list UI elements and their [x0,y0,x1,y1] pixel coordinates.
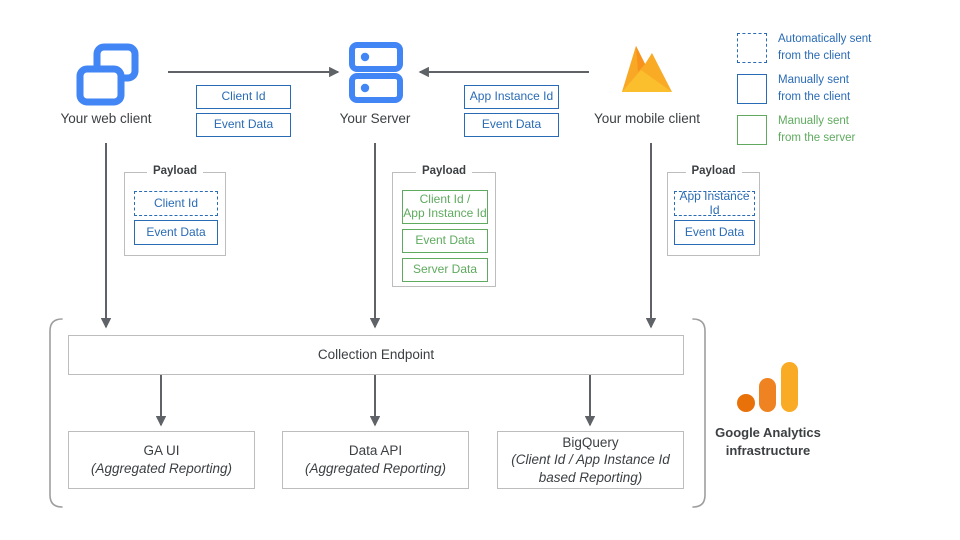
infrastructure-bracket-right [692,318,706,508]
legend-item-manual-client: Manually sent from the client [737,74,952,104]
payload-group-mobile: Payload App Instance Id Event Data [667,165,760,256]
legend-swatch-solid-blue [737,74,767,104]
legend-line2-0: from the client [778,50,851,62]
server-label: Your Server [339,111,411,126]
transfer-chip-client-id: Client Id [196,85,291,109]
payload-title-server: Payload [415,165,473,177]
payload-item-event-data-server: Event Data [402,229,488,253]
legend-line2-2: from the server [778,132,856,144]
legend-label-manual-server: Manually sent from the server [778,113,855,146]
legend-line2-1: from the client [778,91,851,103]
legend-label-automatic-client: Automatically sent from the client [778,31,871,64]
legend-label-manual-client: Manually sent from the client [778,72,850,105]
output-box-data-api: Data API (Aggregated Reporting) [282,431,469,489]
web-client-label: Your web client [60,111,152,126]
transfer-chip-event-data-mobile: Event Data [464,113,559,137]
infrastructure-bracket-left [49,318,63,508]
output-box-bigquery: BigQuery (Client Id / App Instance Id ba… [497,431,684,489]
payload-item-client-or-app-instance-id: Client Id / App Instance Id [402,190,488,224]
legend-line1-2: Manually sent [778,115,849,128]
legend-item-automatic-client: Automatically sent from the client [737,33,952,63]
output-title-bigquery: BigQuery [562,434,619,450]
legend-swatch-dashed-blue [737,33,767,63]
ga-caption-line1: Google Analytics [715,425,821,440]
output-subtitle-data-api: (Aggregated Reporting) [304,461,447,476]
payload-group-server: Payload Client Id / App Instance Id Even… [392,165,496,287]
payload-title-web: Payload [146,165,204,177]
legend-swatch-solid-green [737,115,767,145]
web-client-icon [73,40,141,108]
payload-item-client-id: Client Id [134,191,218,216]
output-title-ga-ui: GA UI [143,443,180,459]
firebase-flame-icon [617,40,677,108]
transfer-chip-event-data-web: Event Data [196,113,291,137]
collection-endpoint-box: Collection Endpoint [68,335,684,375]
collection-endpoint-label: Collection Endpoint [317,347,435,363]
mobile-client-label: Your mobile client [593,111,701,126]
payload-group-web: Payload Client Id Event Data [124,165,226,256]
legend-item-manual-server: Manually sent from the server [737,115,952,145]
payload-item-app-instance-id: App Instance Id [674,189,755,216]
legend-line1-1: Manually sent [778,74,849,87]
google-analytics-caption: Google Analytics infrastructure [690,424,846,459]
payload-item-event-data-web: Event Data [134,220,218,245]
output-box-ga-ui: GA UI (Aggregated Reporting) [68,431,255,489]
google-analytics-logo [737,362,799,418]
payload-item-server-data: Server Data [402,258,488,282]
transfer-chip-app-instance-id: App Instance Id [464,85,559,109]
output-subtitle-bigquery: (Client Id / App Instance Id based Repor… [511,452,670,485]
server-rack-icon [348,42,404,104]
legend: Automatically sent from the client Manua… [737,33,952,145]
payload-item-event-data-mobile: Event Data [674,220,755,245]
output-title-data-api: Data API [348,443,403,459]
payload-title-mobile: Payload [685,165,742,177]
ga-caption-line2: infrastructure [725,442,811,458]
output-subtitle-ga-ui: (Aggregated Reporting) [90,461,233,476]
legend-line1-0: Automatically sent [778,33,872,46]
